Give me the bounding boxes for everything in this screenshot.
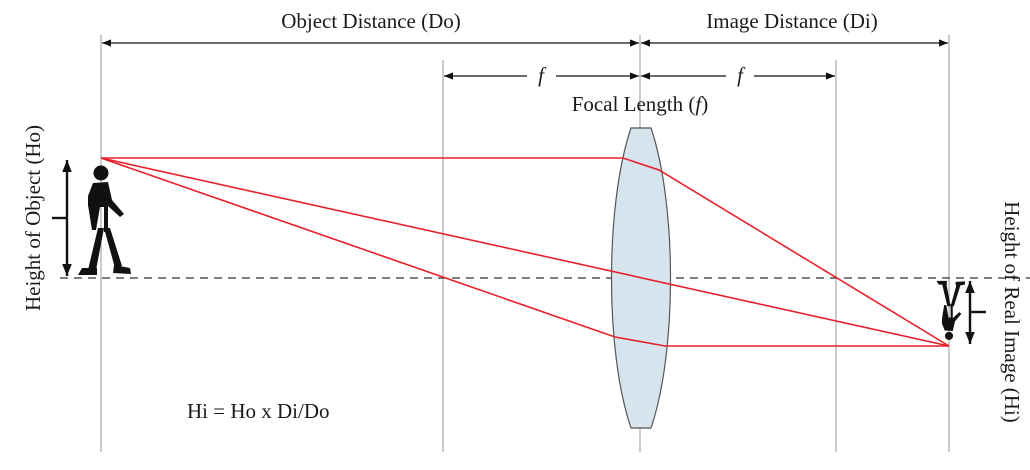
image-height-indicator [965, 281, 986, 344]
focal-symbol-left: f [538, 63, 547, 87]
focal-length-suffix: ) [701, 92, 708, 116]
focal-length-symbol: f [695, 92, 704, 116]
focal-length-prefix: Focal Length ( [572, 92, 696, 116]
focal-length-label: Focal Length (f) [572, 92, 708, 116]
ray-center [100, 157, 950, 347]
object-distance-label: Object Distance (Do) [281, 9, 461, 33]
walking-person-icon [78, 165, 131, 275]
vertical-guide-lines [100, 35, 950, 452]
height-of-real-image-label: Height of Real Image (Hi) [1000, 201, 1024, 423]
object-height-indicator [52, 160, 72, 276]
magnification-formula: Hi = Ho x Di/Do [187, 399, 330, 423]
focal-symbol-right: f [737, 63, 746, 87]
dimension-lines [102, 39, 948, 80]
inverted-walking-person-icon [936, 280, 966, 340]
ray-parallel [101, 157, 950, 347]
ray-focal [100, 157, 949, 347]
light-rays [100, 157, 950, 347]
image-distance-label: Image Distance (Di) [706, 9, 877, 33]
height-of-object-label: Height of Object (Ho) [21, 125, 45, 311]
